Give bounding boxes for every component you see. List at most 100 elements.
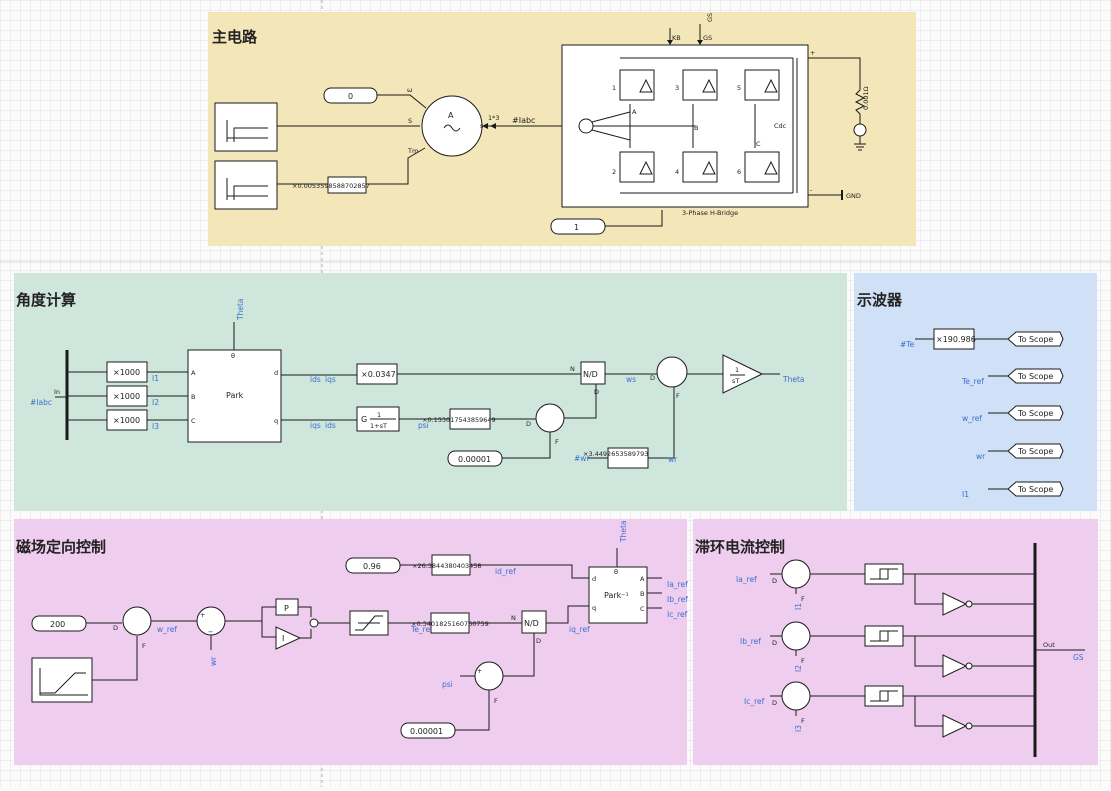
- foc-wr-label: wr: [209, 656, 218, 666]
- lag-g: G: [361, 415, 367, 424]
- hyst-sum-f: F: [801, 657, 805, 665]
- gain-tm-block[interactable]: [327, 176, 367, 194]
- ws-label: ws: [626, 375, 636, 384]
- sum-psi[interactable]: [535, 403, 565, 433]
- const-00001-foc-value: 0.00001: [410, 727, 443, 736]
- section-title-angle-calc: 角度计算: [16, 291, 76, 309]
- to-scope-tag[interactable]: [1007, 368, 1064, 384]
- park-transform-block[interactable]: [187, 349, 282, 443]
- iqs-label-1: iqs: [325, 375, 336, 384]
- lag-den: 1+sT: [370, 422, 387, 430]
- phase-a-label: A: [632, 108, 637, 116]
- igbt-switch-6: [744, 151, 780, 183]
- divider-label: N/D: [583, 370, 598, 379]
- park-port-b: B: [191, 393, 195, 401]
- iq-ref-label: iq_ref: [569, 625, 590, 634]
- scope-input-label: wr: [976, 452, 986, 461]
- step-icon: [226, 120, 268, 142]
- svg-text:+: +: [477, 667, 482, 675]
- s-port: S: [408, 117, 412, 125]
- integrator-den: sT: [732, 377, 739, 385]
- resistor-icon: [854, 89, 866, 124]
- hysteresis-block[interactable]: [864, 685, 904, 707]
- to-scope-tag[interactable]: [1007, 405, 1064, 421]
- hyst-sum-d: D: [772, 699, 777, 707]
- igbt-switch-4: [682, 151, 718, 183]
- scope-gain-label: ×190.986: [936, 335, 976, 344]
- sum-speed-ref[interactable]: [122, 606, 152, 636]
- inv-park-d: d: [592, 575, 596, 583]
- gain-tm-label: ×0.0053598588702857: [292, 182, 370, 190]
- sum-ws-wr[interactable]: [656, 356, 688, 388]
- hyst-i-label: I3: [794, 725, 803, 732]
- scope-input-label: Te_ref: [961, 377, 984, 386]
- to-scope-tag[interactable]: [1007, 443, 1064, 459]
- section-title-main-circuit: 主电路: [212, 28, 258, 46]
- inverse-park-label: Park⁻¹: [604, 591, 629, 600]
- hyst-sum[interactable]: [781, 681, 811, 711]
- scope-input-label: #Te: [900, 340, 915, 349]
- hyst-sum[interactable]: [781, 621, 811, 651]
- hysteresis-block[interactable]: [864, 563, 904, 585]
- to-scope-tag[interactable]: [1007, 331, 1064, 347]
- foc-te-ref-label: Te_ref: [410, 625, 433, 634]
- inverse-park-block[interactable]: [588, 566, 648, 624]
- ids-label-2: ids: [325, 421, 336, 430]
- section-title-oscilloscope: 示波器: [857, 291, 903, 309]
- switch-5-label: 5: [737, 84, 741, 92]
- hyst-out-label: Out: [1043, 641, 1055, 649]
- angle-in-label: In: [54, 388, 60, 396]
- hyst-sum[interactable]: [781, 559, 811, 589]
- bridge-label: 3-Phase H-Bridge: [682, 209, 738, 217]
- induction-motor[interactable]: [421, 95, 483, 157]
- foc-ic-ref: Ic_ref: [667, 610, 688, 619]
- foc-psi-label: psi: [442, 680, 453, 689]
- foc-nd-d-port: D: [536, 637, 541, 645]
- to-scope-label: To Scope: [1017, 447, 1053, 456]
- step-source-1[interactable]: [214, 102, 278, 152]
- switch-3-label: 3: [675, 84, 679, 92]
- hysteresis-block[interactable]: [864, 625, 904, 647]
- integrator-block[interactable]: [722, 354, 764, 394]
- divider-nd[interactable]: [580, 361, 606, 385]
- angle-i1-label: I1: [152, 374, 159, 383]
- svg-text:−: −: [208, 628, 213, 636]
- hyst-sum-d: D: [772, 577, 777, 585]
- hyst-sum-d: D: [772, 639, 777, 647]
- ids-label-1: ids: [310, 375, 321, 384]
- not-gate[interactable]: [942, 592, 968, 616]
- foc-nd-n-port: N: [511, 614, 516, 622]
- phase-c-label: C: [756, 140, 761, 148]
- not-gate[interactable]: [942, 654, 968, 678]
- inv-park-q: q: [592, 604, 596, 612]
- theta-out-label: Theta: [782, 375, 805, 384]
- pi-sum-node: [309, 618, 319, 628]
- to-scope-label: To Scope: [1017, 372, 1053, 381]
- park-port-q: q: [274, 417, 278, 425]
- angle-i2-label: I2: [152, 398, 159, 407]
- limiter-block[interactable]: [349, 610, 389, 636]
- gain-i2-label: ×1000: [113, 392, 140, 401]
- to-scope-tag[interactable]: [1007, 481, 1064, 497]
- cdc-label: Cdc: [774, 122, 787, 130]
- w-ref-label: w_ref: [157, 625, 177, 634]
- not-gate[interactable]: [942, 714, 968, 738]
- wr-label: wr: [668, 455, 678, 464]
- angle-i3-label: I3: [152, 422, 159, 431]
- gain-iq-label: ×0.3401825160760759: [411, 620, 489, 628]
- omega-port: ω: [407, 86, 412, 94]
- i-block[interactable]: [275, 626, 302, 650]
- scope-input-label: I1: [962, 490, 969, 499]
- gain-id-label: ×26.3844380403458: [412, 562, 482, 570]
- switch-1-label: 1: [612, 84, 616, 92]
- const-096-value: 0.96: [363, 562, 381, 571]
- sum-d-port: D: [650, 374, 655, 382]
- foc-theta-label: Theta: [619, 521, 628, 544]
- iqs-label-2: iqs: [310, 421, 321, 430]
- angle-iabc-label: #Iabc: [30, 398, 52, 407]
- step-source-2[interactable]: [214, 160, 278, 210]
- hyst-sum-f: F: [801, 717, 805, 725]
- inv-park-c: C: [640, 605, 645, 613]
- gain-i3-label: ×1000: [113, 416, 140, 425]
